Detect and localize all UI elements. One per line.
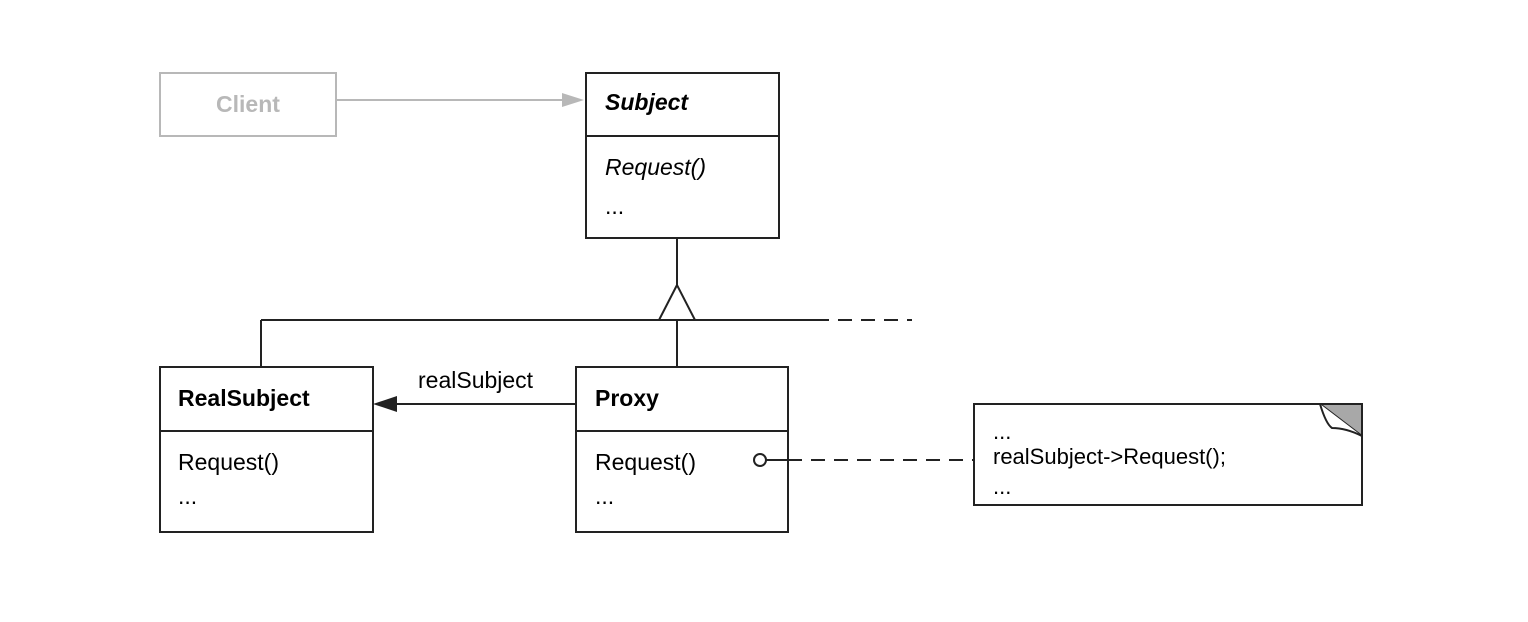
client-class-name: Client bbox=[216, 91, 280, 117]
note-line-1: ... bbox=[993, 419, 1011, 444]
client-class: Client bbox=[159, 72, 337, 137]
subject-operation-more: ... bbox=[605, 193, 624, 219]
association-role-label: realSubject bbox=[418, 367, 534, 393]
subject-class-name: Subject bbox=[605, 89, 689, 115]
subject-operation-request: Request() bbox=[605, 154, 706, 180]
real-subject-class-name: RealSubject bbox=[178, 385, 310, 411]
inheritance-connector bbox=[260, 238, 912, 367]
proxy-realsubject-association: realSubject bbox=[373, 367, 576, 412]
client-subject-association bbox=[336, 93, 584, 107]
note-line-3: ... bbox=[993, 474, 1011, 499]
subject-class: Subject Request() ... bbox=[585, 72, 780, 239]
note-line-2: realSubject->Request(); bbox=[993, 444, 1226, 469]
note-anchor bbox=[753, 453, 974, 467]
proxy-operation-more: ... bbox=[595, 483, 614, 509]
proxy-operation-request: Request() bbox=[595, 449, 696, 475]
proxy-class: Proxy Request() ... bbox=[575, 366, 789, 533]
implementation-note: ... realSubject->Request(); ... bbox=[973, 403, 1363, 506]
proxy-class-name: Proxy bbox=[595, 385, 659, 411]
real-subject-operation-request: Request() bbox=[178, 449, 279, 475]
real-subject-class: RealSubject Request() ... bbox=[159, 366, 374, 533]
real-subject-operation-more: ... bbox=[178, 483, 197, 509]
generalization-triangle bbox=[657, 282, 697, 321]
association-arrowhead bbox=[373, 396, 397, 412]
client-association-arrowhead bbox=[562, 93, 584, 107]
note-anchor-circle bbox=[753, 453, 767, 467]
